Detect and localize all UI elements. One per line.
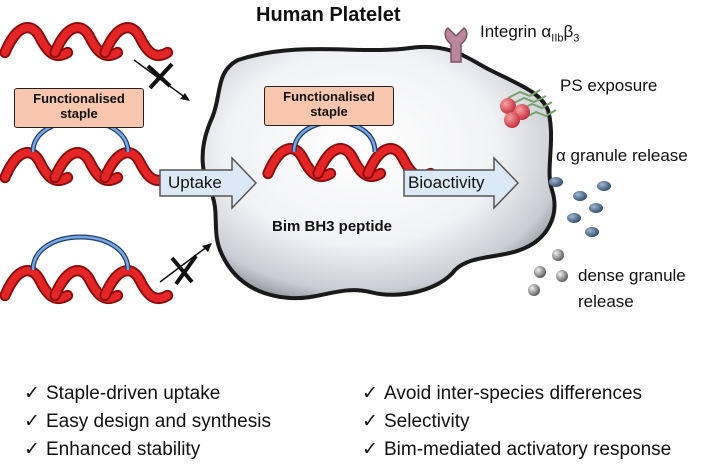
functionalised-staple-box-inside: Functionalised staple xyxy=(264,86,394,126)
uptake-label: Uptake xyxy=(168,173,222,192)
ps-exposure-label: PS exposure xyxy=(560,76,658,95)
uptake-arrow xyxy=(159,156,258,210)
staple-box-line1: Functionalised xyxy=(33,91,125,106)
diagram-title: Human Platelet xyxy=(256,4,401,26)
integrin-sub-3: 3 xyxy=(573,32,580,45)
integrin-alpha: Integrin α xyxy=(480,22,552,41)
staple-bottom-inner xyxy=(31,235,130,271)
dense-granule-label-line2: release xyxy=(578,292,634,311)
check-icon: ✓ xyxy=(24,411,40,432)
benefit-item: ✓Selectivity xyxy=(362,408,671,436)
bioactivity-label: Bioactivity xyxy=(408,173,485,192)
integrin-receptor xyxy=(444,26,468,63)
benefit-item: ✓Easy design and synthesis xyxy=(24,408,271,436)
check-icon: ✓ xyxy=(362,439,378,460)
check-icon: ✓ xyxy=(24,383,40,404)
integrin-beta: β xyxy=(563,22,574,41)
alpha-granule-label: α granule release xyxy=(556,146,688,165)
staple-bottom xyxy=(30,234,131,271)
benefit-item: ✓Bim-mediated activatory response xyxy=(362,436,671,464)
integrin-sub-iib: IIb xyxy=(551,32,564,45)
check-icon: ✓ xyxy=(362,383,378,404)
check-icon: ✓ xyxy=(24,439,40,460)
functionalised-staple-box-left: Functionalised staple xyxy=(14,88,144,128)
helix-middle xyxy=(5,153,168,181)
benefit-item: ✓Staple-driven uptake xyxy=(24,380,271,408)
staple-box-line1: Functionalised xyxy=(283,89,375,104)
staple-box-line2: staple xyxy=(60,106,98,121)
benefits-right-list: ✓Avoid inter-species differences ✓Select… xyxy=(362,380,671,464)
dense-granule-label-line1: dense granule xyxy=(578,266,686,285)
bioactivity-arrow xyxy=(403,156,520,210)
staple-box-line2: staple xyxy=(310,104,348,119)
ps-exposure-lipids xyxy=(500,89,557,128)
alpha-granules xyxy=(549,177,611,237)
dense-granules xyxy=(528,249,568,296)
benefits-left-list: ✓Staple-driven uptake ✓Easy design and s… xyxy=(24,380,271,464)
benefit-item: ✓Avoid inter-species differences xyxy=(362,380,671,408)
helix-bottom xyxy=(5,271,168,299)
integrin-label: Integrin αIIbβ3 xyxy=(480,22,579,44)
blocked-arrow-bottom xyxy=(159,243,212,286)
check-icon: ✓ xyxy=(362,411,378,432)
benefit-item: ✓Enhanced stability xyxy=(24,436,271,464)
helix-top xyxy=(5,28,168,56)
peptide-label: Bim BH3 peptide xyxy=(272,218,393,235)
blocked-arrow-top xyxy=(133,59,190,101)
